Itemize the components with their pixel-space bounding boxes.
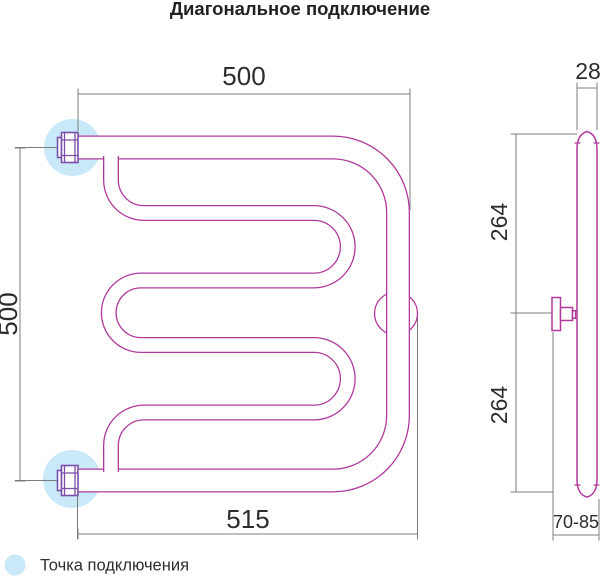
dim-value-width-top: 500 bbox=[222, 61, 265, 91]
dim-value-upper-section: 264 bbox=[486, 203, 512, 242]
diagram-title: Диагональное подключение bbox=[170, 0, 430, 19]
dim-lines-sections bbox=[510, 133, 577, 493]
side-tube-profile bbox=[576, 130, 598, 498]
wall-bracket bbox=[551, 296, 580, 332]
bracket-arm bbox=[559, 306, 574, 322]
dim-value-height-left: 500 bbox=[0, 292, 23, 335]
dim-lines-height-left bbox=[14, 147, 61, 482]
serpentine-pipe-core bbox=[102, 156, 355, 472]
bracket-plate bbox=[551, 296, 562, 332]
dim-lines-width-top bbox=[77, 88, 411, 210]
union-nut-top bbox=[56, 131, 79, 164]
legend-label: Точка подключения bbox=[40, 557, 189, 575]
side-tube-cap-seams bbox=[574, 142, 600, 486]
legend: Точка подключения bbox=[4, 554, 189, 576]
nut-facets bbox=[61, 132, 78, 163]
dim-lines-width-bottom bbox=[77, 314, 418, 540]
dim-value-wall-offset: 70-85 bbox=[553, 512, 599, 532]
dim-value-depth: 28 bbox=[575, 58, 600, 84]
nut-facets bbox=[61, 465, 78, 496]
dim-lines-wall-offset bbox=[552, 332, 600, 541]
connection-point-marker-icon bbox=[4, 554, 26, 576]
side-view: 28 264 264 70-85 bbox=[486, 58, 600, 541]
dim-value-lower-section: 264 bbox=[486, 386, 512, 425]
main-pipe-core bbox=[66, 136, 409, 492]
front-view: 500 500 515 bbox=[0, 61, 419, 540]
serpentine-pipe-outline bbox=[100, 156, 356, 472]
dim-lines-depth bbox=[576, 82, 598, 130]
dim-value-width-bottom: 515 bbox=[226, 504, 269, 534]
union-nut-bottom bbox=[56, 464, 79, 497]
